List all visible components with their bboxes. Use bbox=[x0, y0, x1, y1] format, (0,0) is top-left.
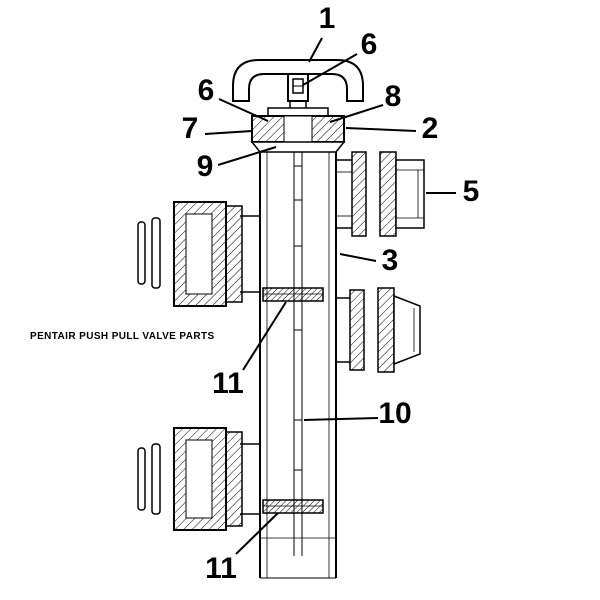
callout-label-8: 8 bbox=[384, 80, 402, 113]
callout-label-6-left: 6 bbox=[197, 74, 215, 107]
plunger-tube bbox=[293, 152, 303, 556]
lower-left-port bbox=[137, 427, 260, 531]
callout-label-2: 2 bbox=[421, 112, 439, 145]
diagram-caption: PENTAIR PUSH PULL VALVE PARTS bbox=[30, 331, 215, 342]
seal-mid bbox=[262, 287, 324, 302]
union-fitting-5 bbox=[379, 151, 425, 237]
callout-label-6-top: 6 bbox=[360, 28, 378, 61]
upper-right-port bbox=[336, 151, 367, 237]
callout-label-7: 7 bbox=[181, 112, 199, 145]
upper-left-port bbox=[137, 201, 260, 307]
bonnet-assembly bbox=[250, 107, 346, 153]
callout-label-3: 3 bbox=[381, 244, 399, 277]
seal-bottom bbox=[262, 499, 324, 514]
valve-handle bbox=[232, 59, 364, 102]
callout-label-1: 1 bbox=[318, 2, 336, 35]
callout-label-5: 5 bbox=[462, 175, 480, 208]
callout-label-11-mid: 11 bbox=[212, 367, 244, 400]
leader-lines bbox=[204, 37, 456, 555]
callout-label-11-bottom: 11 bbox=[205, 552, 237, 585]
valve-body bbox=[259, 152, 337, 579]
callout-label-9: 9 bbox=[196, 150, 214, 183]
handle-screw bbox=[292, 78, 304, 94]
lower-right-port bbox=[336, 287, 421, 373]
callout-label-10: 10 bbox=[378, 397, 412, 430]
